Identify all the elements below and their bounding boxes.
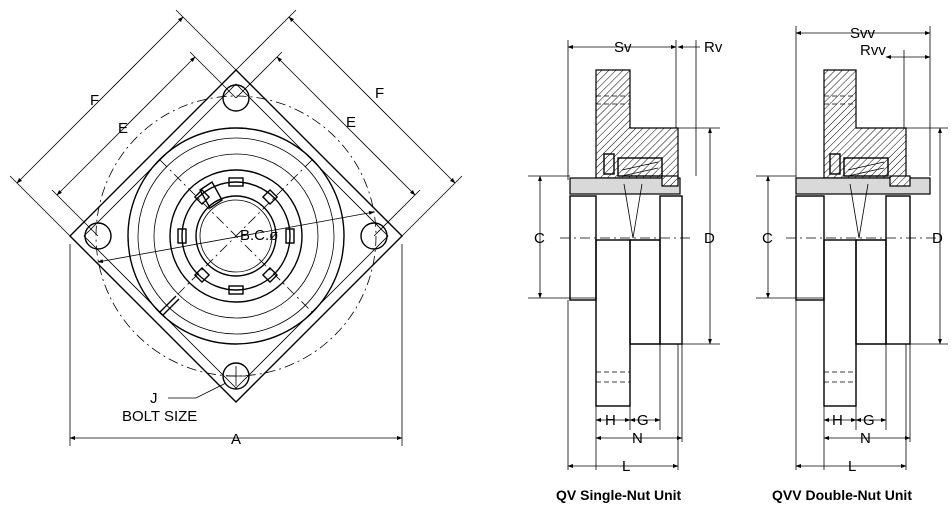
qv-shaft [569,177,681,195]
qvv-C-label: C [762,230,773,247]
grease-fitting [159,295,180,316]
qvv-taper-lines [849,183,869,239]
qv-C-label: C [534,230,545,247]
F-left-dimension-line [16,16,184,184]
F-left-label: F [90,92,99,109]
qvv-Svv-label: Svv [850,25,876,42]
qv-flange-upper [595,69,679,179]
qvv-flange-upper [823,69,907,179]
bolt-circle-dimension-line [97,210,375,264]
qv-nut [661,175,679,187]
E-left-label: E [118,120,128,137]
qv-seal [603,153,615,175]
qv-L-label: L [622,458,630,475]
qvv-H-label: H [832,412,843,429]
qv-housing-lower [629,239,661,345]
bolt-circle [95,95,377,377]
E-right-label: E [346,114,356,131]
qv-Sv-label: Sv [614,39,632,56]
qv-roller [617,157,663,177]
qvv-housing-lower [855,239,887,345]
qvv-L-label: L [848,458,856,475]
qvv-N-label: N [860,430,871,447]
qv-G-label: G [637,412,649,429]
bolt-size-label: BOLT SIZE [122,408,197,425]
qv-side-view: Sv Rv C D H G N L QV Single-Nut Unit [528,39,723,503]
E-left-dimension-line [56,56,196,196]
bolt-hole-top [222,84,250,112]
qvv-seal [829,153,841,175]
qv-roller-cone [621,161,659,177]
qvv-roller-cone [847,161,885,177]
A-label: A [231,431,241,448]
bolt-circle-label: B.C.ø [240,227,278,244]
qvv-roller [843,157,889,177]
qv-shaft-lower [569,195,597,301]
qv-N-label: N [632,430,643,447]
qvv-side-view: Svv Rvv C D H G N L QVV Double-Nut Unit [756,25,948,503]
qvv-Rvv-label: Rvv [860,42,886,59]
qv-taper-lines [623,183,643,239]
qv-H-label: H [605,412,616,429]
qvv-caption: QVV Double-Nut Unit [772,487,912,503]
qvv-flange-lower [823,239,857,407]
J-leader-line [168,382,227,399]
qvv-nut [889,175,911,187]
F-right-label: F [375,85,384,102]
lockwasher-tab [199,180,223,210]
E-right-dimension-line [276,56,416,196]
qv-flange-lower [595,239,631,407]
qv-D-label: D [704,230,715,247]
bolt-hole-bottom [222,362,250,390]
qvv-G-label: G [863,412,875,429]
qvv-D-label: D [932,230,943,247]
J-label: J [150,390,158,407]
qv-caption: QV Single-Nut Unit [556,487,682,503]
qv-Rv-label: Rv [704,39,723,56]
qvv-shaft-lower [795,195,825,301]
F-right-dimension-line [288,16,456,184]
qvv-housing-rear [885,195,911,345]
qv-housing-rear [659,195,683,345]
front-view: B.C.ø F E F E J BOLT SIZE A [9,9,463,448]
